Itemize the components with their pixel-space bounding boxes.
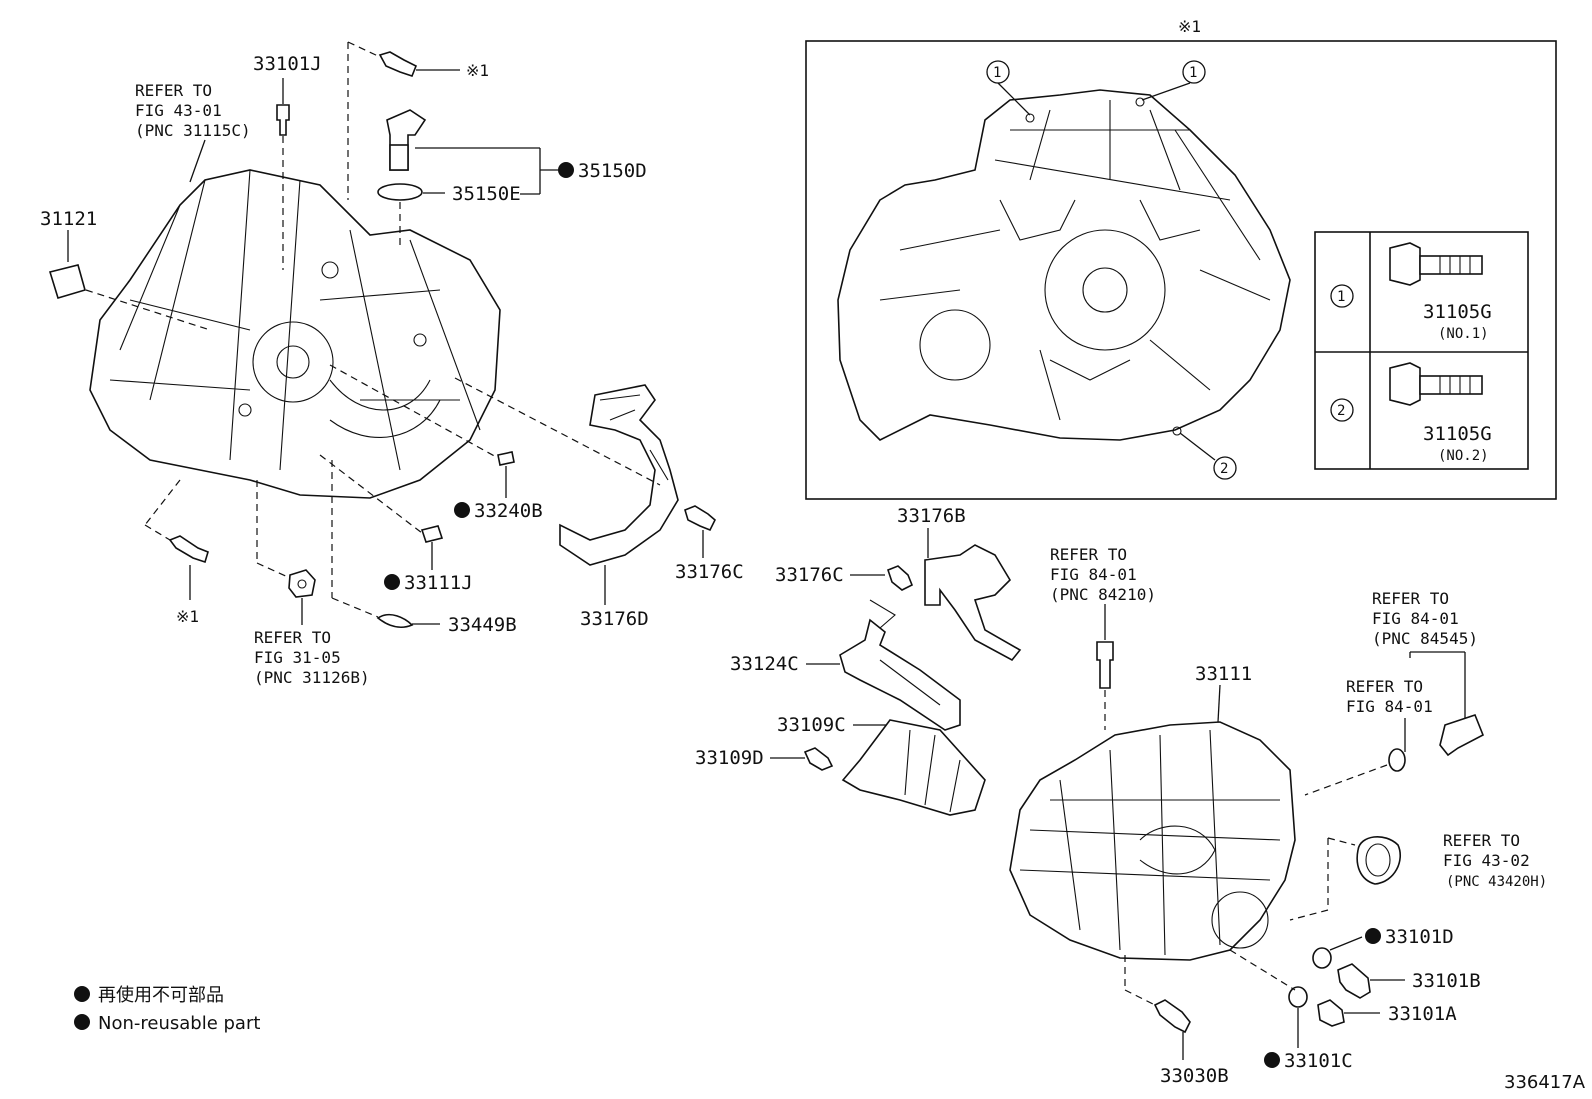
svg-text:FIG 43-01: FIG 43-01 (135, 101, 222, 120)
svg-text:(NO.1): (NO.1) (1438, 326, 1489, 342)
reference-fig-31-05: REFER TO FIG 31-05 (PNC 31126B) (254, 480, 370, 687)
svg-text:31105G: 31105G (1423, 301, 1492, 323)
svg-text:33176C: 33176C (775, 564, 844, 586)
inset-panel: ※1 1 1 2 (805, 17, 1557, 500)
svg-text:33101C: 33101C (1284, 1050, 1353, 1072)
svg-text:FIG 84-01: FIG 84-01 (1372, 609, 1459, 628)
svg-text:FIG 84-01: FIG 84-01 (1050, 565, 1137, 584)
svg-text:33124C: 33124C (730, 653, 799, 675)
svg-text:REFER TO: REFER TO (135, 81, 212, 100)
part-33176C-b: 33176C (775, 564, 914, 591)
legend: 再使用不可部品 Non-reusable part (74, 985, 260, 1034)
part-33030B: 33030B (1124, 955, 1229, 1087)
bolt-table-row-1: 1 31105G (NO.1) (1330, 242, 1492, 342)
svg-text:※1: ※1 (176, 607, 199, 626)
part-33101J: 33101J (253, 53, 322, 270)
inset-frame (805, 40, 1557, 500)
svg-text:35150D: 35150D (578, 160, 647, 182)
svg-text:33176B: 33176B (897, 505, 966, 527)
part-33176D: 33176D (454, 377, 679, 630)
svg-text:REFER TO: REFER TO (1346, 677, 1423, 696)
svg-text:33111: 33111 (1195, 663, 1252, 685)
svg-text:33176D: 33176D (580, 608, 649, 630)
svg-text:33101D: 33101D (1385, 926, 1454, 948)
svg-text:(PNC 31126B): (PNC 31126B) (254, 668, 370, 687)
flange-bolt-icon (1389, 362, 1483, 406)
svg-text:(PNC 31115C): (PNC 31115C) (135, 121, 251, 140)
svg-text:2: 2 (1220, 461, 1228, 477)
part-33449B: 33449B (331, 460, 517, 636)
inset-housing-drawing (837, 89, 1291, 441)
svg-text:REFER TO: REFER TO (1372, 589, 1449, 608)
part-33101D: 33101D (1312, 926, 1454, 969)
svg-text:33101A: 33101A (1388, 1003, 1457, 1025)
svg-text:2: 2 (1337, 403, 1345, 419)
flange-bolt-icon (1389, 242, 1483, 286)
figure-id: 336417A (1504, 1072, 1586, 1093)
svg-text:31121: 31121 (40, 208, 97, 230)
svg-text:33111J: 33111J (404, 572, 473, 594)
svg-text:(PNC 43420H): (PNC 43420H) (1446, 874, 1547, 890)
svg-text:FIG 31-05: FIG 31-05 (254, 648, 341, 667)
inset-callout-1b: 1 (1141, 60, 1206, 101)
bolt-table: 1 31105G (NO.1) 2 31105G (NO.2) (1314, 231, 1529, 470)
part-bolt-mark-bottom: ※1 (144, 479, 209, 626)
part-33109C: 33109C (777, 714, 986, 816)
svg-text:(PNC 84210): (PNC 84210) (1050, 585, 1156, 604)
svg-text:1: 1 (1189, 65, 1197, 81)
svg-text:33101J: 33101J (253, 53, 322, 75)
part-35150E: 35150E (377, 183, 540, 245)
svg-text:1: 1 (993, 65, 1001, 81)
svg-text:※1: ※1 (466, 61, 489, 80)
svg-text:REFER TO: REFER TO (254, 628, 331, 647)
svg-text:33240B: 33240B (474, 500, 543, 522)
svg-text:33109D: 33109D (695, 747, 764, 769)
bolt-table-row-2: 2 31105G (NO.2) (1330, 362, 1492, 464)
transaxle-housing (89, 169, 501, 499)
svg-text:(NO.2): (NO.2) (1438, 448, 1489, 464)
part-33111: 33111 (1009, 663, 1296, 961)
inset-callout-1a: 1 (986, 60, 1031, 116)
svg-text:1: 1 (1337, 289, 1345, 305)
part-33101C: 33101C (1229, 949, 1353, 1072)
svg-text:33101B: 33101B (1412, 970, 1481, 992)
reference-fig-43-02: REFER TO FIG 43-02 (PNC 43420H) (1289, 831, 1547, 921)
svg-text:FIG 43-02: FIG 43-02 (1443, 851, 1530, 870)
svg-text:REFER TO: REFER TO (1443, 831, 1520, 850)
svg-text:35150E: 35150E (452, 183, 521, 205)
legend-line-en: Non-reusable part (98, 1013, 260, 1034)
part-33124C: 33124C (730, 599, 961, 731)
svg-text:(PNC 84545): (PNC 84545) (1372, 629, 1478, 648)
svg-text:33030B: 33030B (1160, 1065, 1229, 1087)
svg-text:33449B: 33449B (448, 614, 517, 636)
inset-mark: ※1 (1178, 17, 1201, 36)
svg-text:FIG 84-01: FIG 84-01 (1346, 697, 1433, 716)
reference-fig-84-01-b: REFER TO FIG 84-01 (PNC 84545) (1372, 589, 1485, 757)
legend-dot (74, 986, 90, 1002)
svg-text:33109C: 33109C (777, 714, 846, 736)
part-33101A: 33101A (1317, 999, 1457, 1027)
part-33176B: 33176B (897, 505, 1022, 662)
svg-text:31105G: 31105G (1423, 423, 1492, 445)
part-33111J: 33111J (319, 454, 473, 594)
part-33240B: 33240B (329, 364, 543, 522)
legend-line-jp: 再使用不可部品 (98, 985, 224, 1006)
inset-callout-2: 2 (1179, 432, 1237, 480)
part-35150D: 35150D (386, 109, 647, 194)
reference-fig-84-01-c: REFER TO FIG 84-01 (1304, 677, 1433, 796)
part-33109D: 33109D (695, 747, 834, 771)
part-bolt-mark-top: ※1 (347, 41, 489, 200)
part-33176C-a: 33176C (675, 505, 744, 583)
legend-dot (74, 1014, 90, 1030)
part-31121: 31121 (40, 208, 211, 331)
svg-text:REFER TO: REFER TO (1050, 545, 1127, 564)
reference-fig-43-01: REFER TO FIG 43-01 (PNC 31115C) (135, 81, 251, 183)
svg-text:33176C: 33176C (675, 561, 744, 583)
reference-fig-84-01-a: REFER TO FIG 84-01 (PNC 84210) (1050, 545, 1156, 730)
part-33101B: 33101B (1337, 963, 1481, 999)
